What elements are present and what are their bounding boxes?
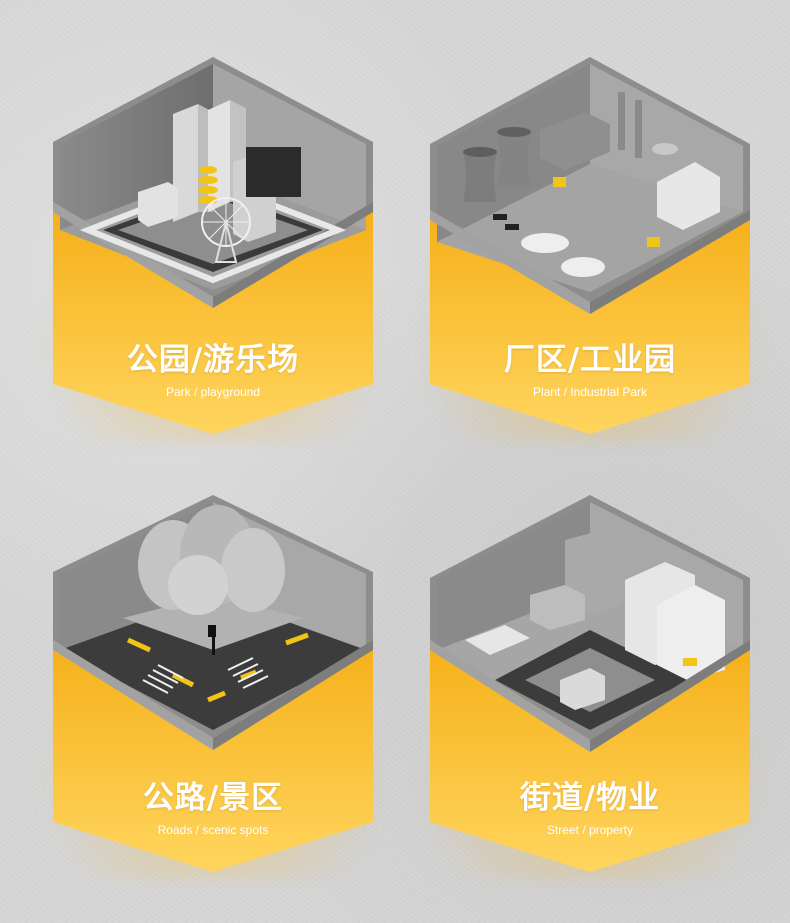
tile-subtitle: Plant / Industrial Park bbox=[532, 385, 648, 399]
tile-subtitle: Park / playground bbox=[165, 385, 261, 399]
road-intersection-trees-scene-icon bbox=[53, 495, 373, 872]
city-amusement-park-scene-icon bbox=[53, 57, 373, 434]
tile-subtitle: Roads / scenic spots bbox=[157, 823, 269, 837]
tile-title: 公路/景区 bbox=[142, 780, 284, 816]
tile-title: 公园/游乐场 bbox=[126, 342, 300, 378]
tile-title: 厂区/工业园 bbox=[503, 342, 677, 378]
tile-street[interactable]: 街道/物业 Street / property bbox=[411, 490, 769, 880]
street-buildings-scene-icon bbox=[430, 495, 750, 872]
factory-industrial-scene-icon bbox=[430, 57, 750, 434]
tile-plant[interactable]: 厂区/工业园 Plant / Industrial Park bbox=[411, 52, 769, 442]
tile-title: 街道/物业 bbox=[519, 780, 661, 816]
tile-roads[interactable]: 公路/景区 Roads / scenic spots bbox=[34, 490, 392, 880]
tile-park[interactable]: 公园/游乐场 Park / playground bbox=[34, 52, 392, 442]
tile-subtitle: Street / property bbox=[546, 823, 634, 837]
